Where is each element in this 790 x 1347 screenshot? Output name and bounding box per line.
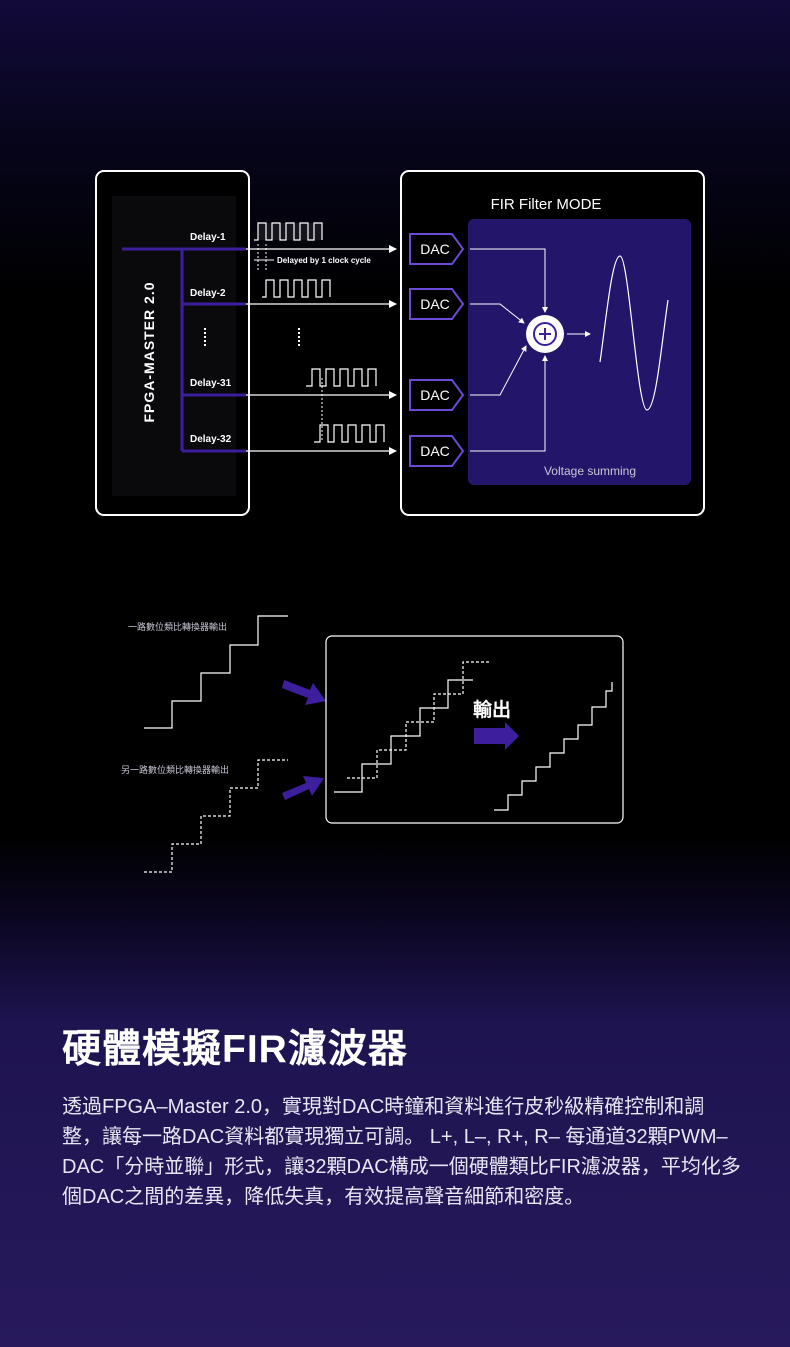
fpga-vertical-title: FPGA-MASTER 2.0 [141, 281, 157, 422]
sine-wave-output-icon [599, 255, 669, 411]
pulse-trains [254, 222, 385, 443]
delay-label-1: Delay-1 [190, 232, 226, 243]
delay-label-2: Delay-2 [190, 288, 226, 299]
voltage-summing-label: Voltage summing [544, 464, 636, 478]
delay-dimension [254, 244, 323, 440]
summing-connections [470, 248, 591, 452]
dac-output-2-label: 另一路數位類比轉換器輸出 [121, 764, 229, 775]
summing-box [468, 219, 691, 485]
delay-label-31: Delay-31 [190, 378, 232, 389]
article-heading: 硬體模擬FIR濾波器 [62, 1028, 408, 1071]
delay-label-32: Delay-32 [190, 434, 232, 445]
arrow-into-box-1-icon [282, 680, 326, 705]
delay-note: Delayed by 1 clock cycle [277, 256, 371, 265]
fir-panel-title: FIR Filter MODE [491, 196, 602, 213]
dac-label-2: DAC [420, 296, 450, 312]
dac-output-2-stair [144, 759, 288, 873]
dac-output-1-label: 一路數位類比轉換器輸出 [128, 621, 227, 632]
arrow-into-box-2-icon [282, 776, 324, 800]
output-fine-stair [494, 682, 613, 811]
dac-label-32: DAC [420, 443, 450, 459]
fir-filter-diagram: FPGA-MASTER 2.0 Delay-1 Delay-2 Delay-31… [95, 170, 705, 516]
signal-lines [246, 245, 397, 455]
article-body: 透過FPGA–Master 2.0，實現對DAC時鐘和資料進行皮秒級精確控制和調… [62, 1096, 741, 1208]
dac-output-1-stair [144, 615, 288, 729]
staircase-averaging-diagram: 一路數位類比轉換器輸出 另一路數位類比轉換器輸出 輸出 [121, 615, 624, 873]
dac-blocks [409, 233, 465, 467]
combined-dashed-stair [347, 661, 490, 779]
output-arrow-icon [474, 722, 519, 750]
dac-label-1: DAC [420, 241, 450, 257]
delay-bus [122, 247, 246, 453]
pulse-fill-1 [258, 223, 322, 240]
dac-label-31: DAC [420, 387, 450, 403]
fpga-panel-inner [112, 196, 236, 496]
output-label: 輸出 [473, 698, 511, 721]
